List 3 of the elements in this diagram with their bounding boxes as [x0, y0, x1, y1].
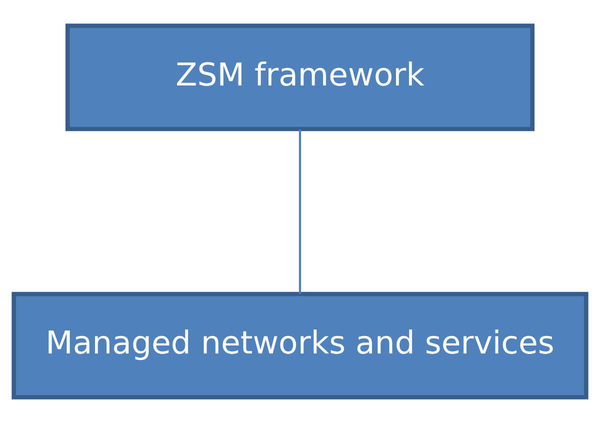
node-box: Managed networks and services	[12, 292, 588, 400]
connector	[298, 129, 302, 294]
node-box: ZSM framework	[65, 24, 535, 132]
